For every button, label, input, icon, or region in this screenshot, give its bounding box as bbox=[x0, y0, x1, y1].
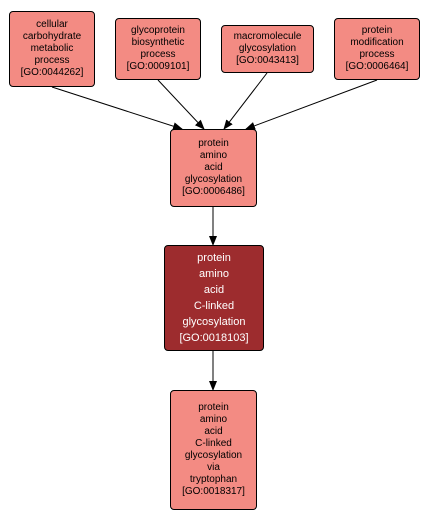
node-label-line: C-linked bbox=[193, 300, 235, 312]
node-label-line: tryptophan bbox=[189, 474, 238, 485]
node-cellular-carbohydrate-metabolic-process[interactable]: cellular carbohydrate metabolic process … bbox=[9, 11, 95, 87]
node-label-line: protein bbox=[198, 402, 229, 413]
node-c-linked-glycosylation-via-tryptophan[interactable]: protein amino acid C-linked glycosylatio… bbox=[170, 390, 257, 510]
node-macromolecule-glycosylation[interactable]: macromolecule glycosylation [GO:0043413] bbox=[221, 25, 314, 73]
node-label-line: macromolecule bbox=[233, 31, 302, 42]
node-label-line: amino bbox=[199, 414, 228, 425]
node-label-line: via bbox=[207, 462, 220, 473]
node-label-line: glycoprotein bbox=[131, 25, 185, 36]
node-label-line: amino bbox=[199, 150, 228, 161]
node-go-id: [GO:0006464] bbox=[345, 61, 409, 72]
node-label-line: acid bbox=[204, 162, 223, 173]
node-label-line: glycosylation bbox=[184, 174, 243, 185]
node-label-line: protein bbox=[197, 252, 231, 264]
node-label-line: C-linked bbox=[195, 438, 232, 449]
node-protein-modification-process[interactable]: protein modification process [GO:0006464… bbox=[334, 18, 420, 80]
node-label-line: protein bbox=[198, 138, 229, 149]
node-glycoprotein-biosynthetic-process[interactable]: glycoprotein biosynthetic process [GO:00… bbox=[115, 18, 201, 80]
node-go-id: [GO:0044262] bbox=[20, 67, 84, 78]
node-label-line: biosynthetic bbox=[131, 37, 185, 48]
node-label-line: process bbox=[34, 55, 70, 66]
node-label-line: protein bbox=[361, 25, 393, 36]
node-go-id: [GO:0043413] bbox=[236, 55, 299, 66]
node-label-line: metabolic bbox=[30, 43, 74, 54]
node-go-id: [GO:0006486] bbox=[182, 186, 245, 197]
node-label-line: process bbox=[140, 49, 176, 60]
node-label-line: amino bbox=[199, 268, 229, 280]
node-label-line: glycosylation bbox=[184, 450, 243, 461]
node-label-line: glycosylation bbox=[182, 316, 246, 328]
edge-macromolecule-glycosylation-to-glycosylation bbox=[223, 72, 268, 130]
node-label-line: acid bbox=[204, 426, 223, 437]
node-label-line: acid bbox=[203, 284, 225, 296]
node-label-line: cellular bbox=[36, 19, 68, 30]
node-label-line: modification bbox=[350, 37, 404, 48]
node-go-id: [GO:0018103] bbox=[179, 332, 249, 344]
node-label-line: process bbox=[359, 49, 395, 60]
node-protein-amino-acid-glycosylation[interactable]: protein amino acid glycosylation [GO:000… bbox=[170, 129, 257, 207]
node-go-id: [GO:0018317] bbox=[182, 486, 245, 497]
node-label-line: glycosylation bbox=[238, 43, 297, 54]
edge-cellular-carbohydrate-to-glycosylation bbox=[51, 86, 183, 131]
node-label-line: carbohydrate bbox=[22, 31, 82, 42]
edge-glycoprotein-biosynthetic-to-glycosylation bbox=[157, 79, 205, 130]
edge-protein-modification-to-glycosylation bbox=[245, 79, 378, 130]
node-protein-amino-acid-c-linked-glycosylation[interactable]: protein amino acid C-linked glycosylatio… bbox=[164, 245, 264, 351]
node-go-id: [GO:0009101] bbox=[126, 61, 190, 72]
